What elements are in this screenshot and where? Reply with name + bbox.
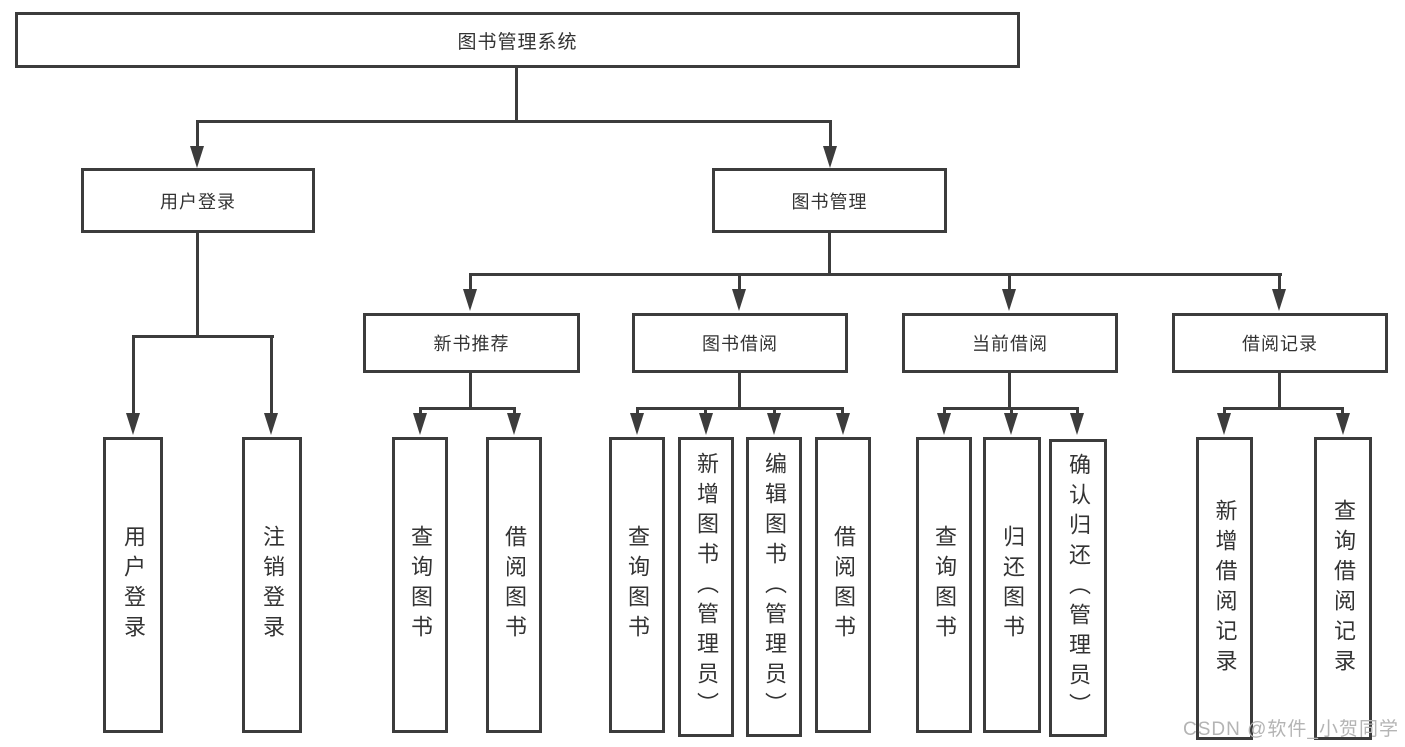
connector-line [841,407,844,417]
connector-line [196,233,199,335]
connector-line [419,407,516,410]
arrow-down-icon [264,413,278,435]
node-borrow-records-label: 借阅记录 [1242,334,1318,354]
leaf-query-book-1-label: 查询图书 [408,525,433,645]
leaf-query-borrow-record-label: 查询借阅记录 [1331,498,1356,679]
node-book-management: 图书管理 [712,168,947,233]
leaf-query-borrow-record: 查询借阅记录 [1314,437,1372,740]
arrow-down-icon [699,413,713,435]
connector-line [469,273,472,293]
leaf-query-book-3-label: 查询图书 [932,525,957,645]
leaf-add-borrow-record: 新增借阅记录 [1196,437,1253,740]
leaf-query-book-1: 查询图书 [392,437,448,733]
connector-line [469,373,472,407]
node-user-login-label: 用户登录 [160,191,236,212]
connector-line [1008,373,1011,407]
leaf-borrow-book-2: 借阅图书 [815,437,871,733]
arrow-down-icon [823,146,837,168]
leaf-user-login: 用户登录 [103,437,163,733]
leaf-logout-label: 注销登录 [260,525,285,645]
connector-line [132,335,274,338]
node-root: 图书管理系统 [15,12,1020,68]
connector-line [636,407,639,417]
connector-line [1010,407,1013,417]
connector-line [636,407,844,410]
leaf-query-book-2: 查询图书 [609,437,665,733]
leaf-user-login-label: 用户登录 [121,525,146,645]
node-book-borrow-label: 图书借阅 [702,334,778,354]
connector-line [1076,407,1079,417]
leaf-return-book-label: 归还图书 [1000,525,1025,645]
connector-line [419,407,422,417]
arrow-down-icon [1217,413,1231,435]
leaf-borrow-book-2-label: 借阅图书 [831,525,856,645]
leaf-confirm-return-admin: 确认归还（管理员） [1049,439,1107,737]
connector-line [943,407,946,417]
connector-line [738,273,741,293]
node-borrow-records: 借阅记录 [1172,313,1388,373]
leaf-logout: 注销登录 [242,437,302,733]
node-book-borrow: 图书借阅 [632,313,848,373]
arrow-down-icon [1336,413,1350,435]
connector-line [829,120,832,150]
connector-line [704,407,707,417]
arrow-down-icon [126,413,140,435]
leaf-confirm-return-admin-label: 确认归还（管理员） [1066,453,1091,723]
connector-line [1278,373,1281,407]
arrow-down-icon [507,413,521,435]
node-book-management-label: 图书管理 [791,191,868,212]
arrow-down-icon [937,413,951,435]
connector-line [270,335,273,415]
connector-line [1223,407,1344,410]
node-new-book-recommend-label: 新书推荐 [433,334,510,354]
arrow-down-icon [630,413,644,435]
arrow-down-icon [836,413,850,435]
leaf-borrow-book-1: 借阅图书 [486,437,542,733]
leaf-add-borrow-record-label: 新增借阅记录 [1212,498,1238,679]
leaf-add-book-admin: 新增图书（管理员） [678,437,734,737]
connector-line [828,233,831,273]
connector-line [773,407,776,417]
connector-line [1223,407,1226,417]
arrow-down-icon [732,289,746,311]
leaf-query-book-3: 查询图书 [916,437,972,733]
node-current-borrow-label: 当前借阅 [972,334,1048,354]
connector-line [1278,273,1281,293]
node-current-borrow: 当前借阅 [902,313,1118,373]
connector-line [515,68,518,120]
leaf-borrow-book-1-label: 借阅图书 [502,525,527,645]
leaf-add-book-admin-label: 新增图书（管理员） [694,452,719,722]
leaf-return-book: 归还图书 [983,437,1041,733]
connector-line [513,407,516,417]
arrow-down-icon [1004,413,1018,435]
leaf-query-book-2-label: 查询图书 [625,525,650,645]
connector-line [1341,407,1344,417]
arrow-down-icon [767,413,781,435]
arrow-down-icon [1272,289,1286,311]
csdn-watermark: CSDN @软件_小贺同学 [1183,719,1399,740]
connector-line [1008,273,1011,293]
node-user-login: 用户登录 [81,168,315,233]
connector-line [196,120,832,123]
node-new-book-recommend: 新书推荐 [363,313,580,373]
connector-line [196,120,199,150]
arrow-down-icon [190,146,204,168]
arrow-down-icon [463,289,477,311]
connector-line [132,335,135,415]
arrow-down-icon [1002,289,1016,311]
node-root-label: 图书管理系统 [457,31,578,53]
arrow-down-icon [1070,413,1084,435]
arrow-down-icon [413,413,427,435]
leaf-edit-book-admin-label: 编辑图书（管理员） [762,452,787,722]
connector-line [738,373,741,407]
connector-line [470,273,1282,276]
leaf-edit-book-admin: 编辑图书（管理员） [746,437,802,737]
